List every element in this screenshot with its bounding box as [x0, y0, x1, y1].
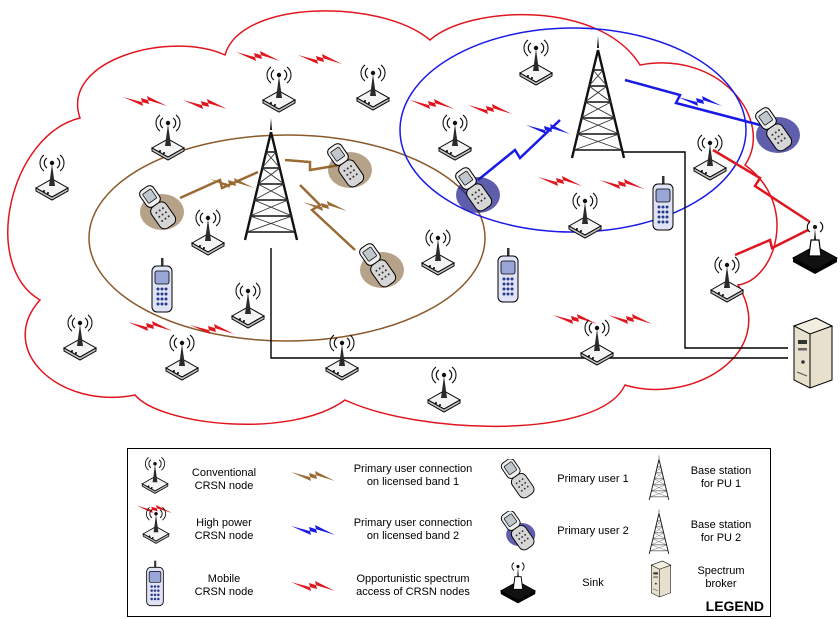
opportunistic-bolt [608, 314, 652, 324]
sink-icon [792, 221, 838, 275]
opportunistic-icon [291, 581, 335, 591]
crsn-node-icon [231, 282, 265, 329]
high-power-node-icon [580, 319, 614, 366]
high-power-node-icon [568, 192, 602, 239]
spectrum-broker-icon [793, 317, 833, 389]
legend-bs1: Base station for PU 1 [690, 465, 752, 490]
crsn-coverage-cloud [7, 10, 778, 428]
legend-title: LEGEND [705, 598, 764, 614]
crsn-node-icon [710, 256, 744, 303]
sink-links [712, 148, 811, 257]
conventional-node-icon [141, 456, 169, 494]
opportunistic-bolt [468, 104, 512, 114]
opportunistic-bolt [600, 179, 644, 189]
crsn-node-icon [63, 314, 97, 361]
opportunistic-bolt [553, 314, 597, 324]
mobile-node-icon [652, 175, 674, 231]
pu2-cell-boundary [399, 27, 747, 233]
spectrum-broker-icon [650, 560, 672, 598]
pu-connection-1-icon [291, 471, 335, 481]
opportunistic-bolt [538, 176, 582, 186]
base-station-pu2-icon [648, 507, 670, 555]
high-power-node-icon [262, 66, 296, 113]
legend-pu-conn-2: Primary user connection on licensed band… [353, 517, 473, 542]
pu1-cell-boundary [88, 134, 486, 342]
sink-icon [500, 562, 536, 604]
high-power-node-icon [438, 114, 472, 161]
legend-bs2: Base station for PU 2 [690, 519, 752, 544]
high-power-node-icon [151, 114, 185, 161]
pu2-links [477, 78, 761, 181]
crsn-node-icon [35, 154, 69, 201]
opportunistic-bolt [236, 51, 280, 61]
primary-user-1-icon [500, 459, 536, 499]
pu1-link-bolt [210, 178, 254, 188]
primary-user-1-icon [357, 241, 404, 290]
legend-pu2: Primary user 2 [557, 525, 629, 537]
mobile-node-icon [146, 560, 164, 607]
high-power-node-icon [136, 505, 172, 544]
legend-mobile: Mobile CRSN node [194, 573, 254, 598]
pu1-link-bolt [303, 201, 347, 211]
crsn-node-icon [191, 209, 225, 256]
legend-sink: Sink [582, 577, 604, 589]
primary-user-1-icon [137, 183, 184, 232]
legend-high-power: High power CRSN node [194, 517, 254, 542]
pu-connection-2-icon [291, 525, 335, 535]
primary-user-2-icon [453, 165, 500, 214]
wired-backbone [270, 151, 788, 359]
base-station-pu2-icon [570, 34, 626, 160]
legend-box: Conventional CRSN node High power CRSN n… [127, 448, 771, 617]
legend-pu1: Primary user 1 [557, 473, 629, 485]
crsn-node-icon [427, 366, 461, 413]
mobile-node-icon [497, 247, 519, 303]
primary-user-2-icon [500, 511, 536, 551]
primary-user-1-icon [325, 141, 372, 190]
legend-conventional: Conventional CRSN node [191, 467, 257, 492]
primary-user-2-icon [753, 105, 800, 154]
opportunistic-bolt [123, 96, 167, 106]
opportunistic-bolt [183, 99, 227, 109]
opportunistic-bolt [410, 99, 454, 109]
legend-opportunistic: Opportunistic spectrum access of CRSN no… [356, 573, 470, 598]
mobile-node-icon [151, 257, 173, 313]
legend-pu-conn-1: Primary user connection on licensed band… [353, 463, 473, 488]
opportunistic-bolt [128, 321, 172, 331]
crsn-node-icon [693, 134, 727, 181]
high-power-node-icon [165, 334, 199, 381]
crsn-node-icon [356, 64, 390, 111]
crsn-node-icon [519, 39, 553, 86]
base-station-pu1-icon [648, 453, 670, 501]
opportunistic-bolt [298, 54, 342, 64]
legend-broker: Spectrum broker [697, 565, 745, 590]
crsn-node-icon [421, 229, 455, 276]
